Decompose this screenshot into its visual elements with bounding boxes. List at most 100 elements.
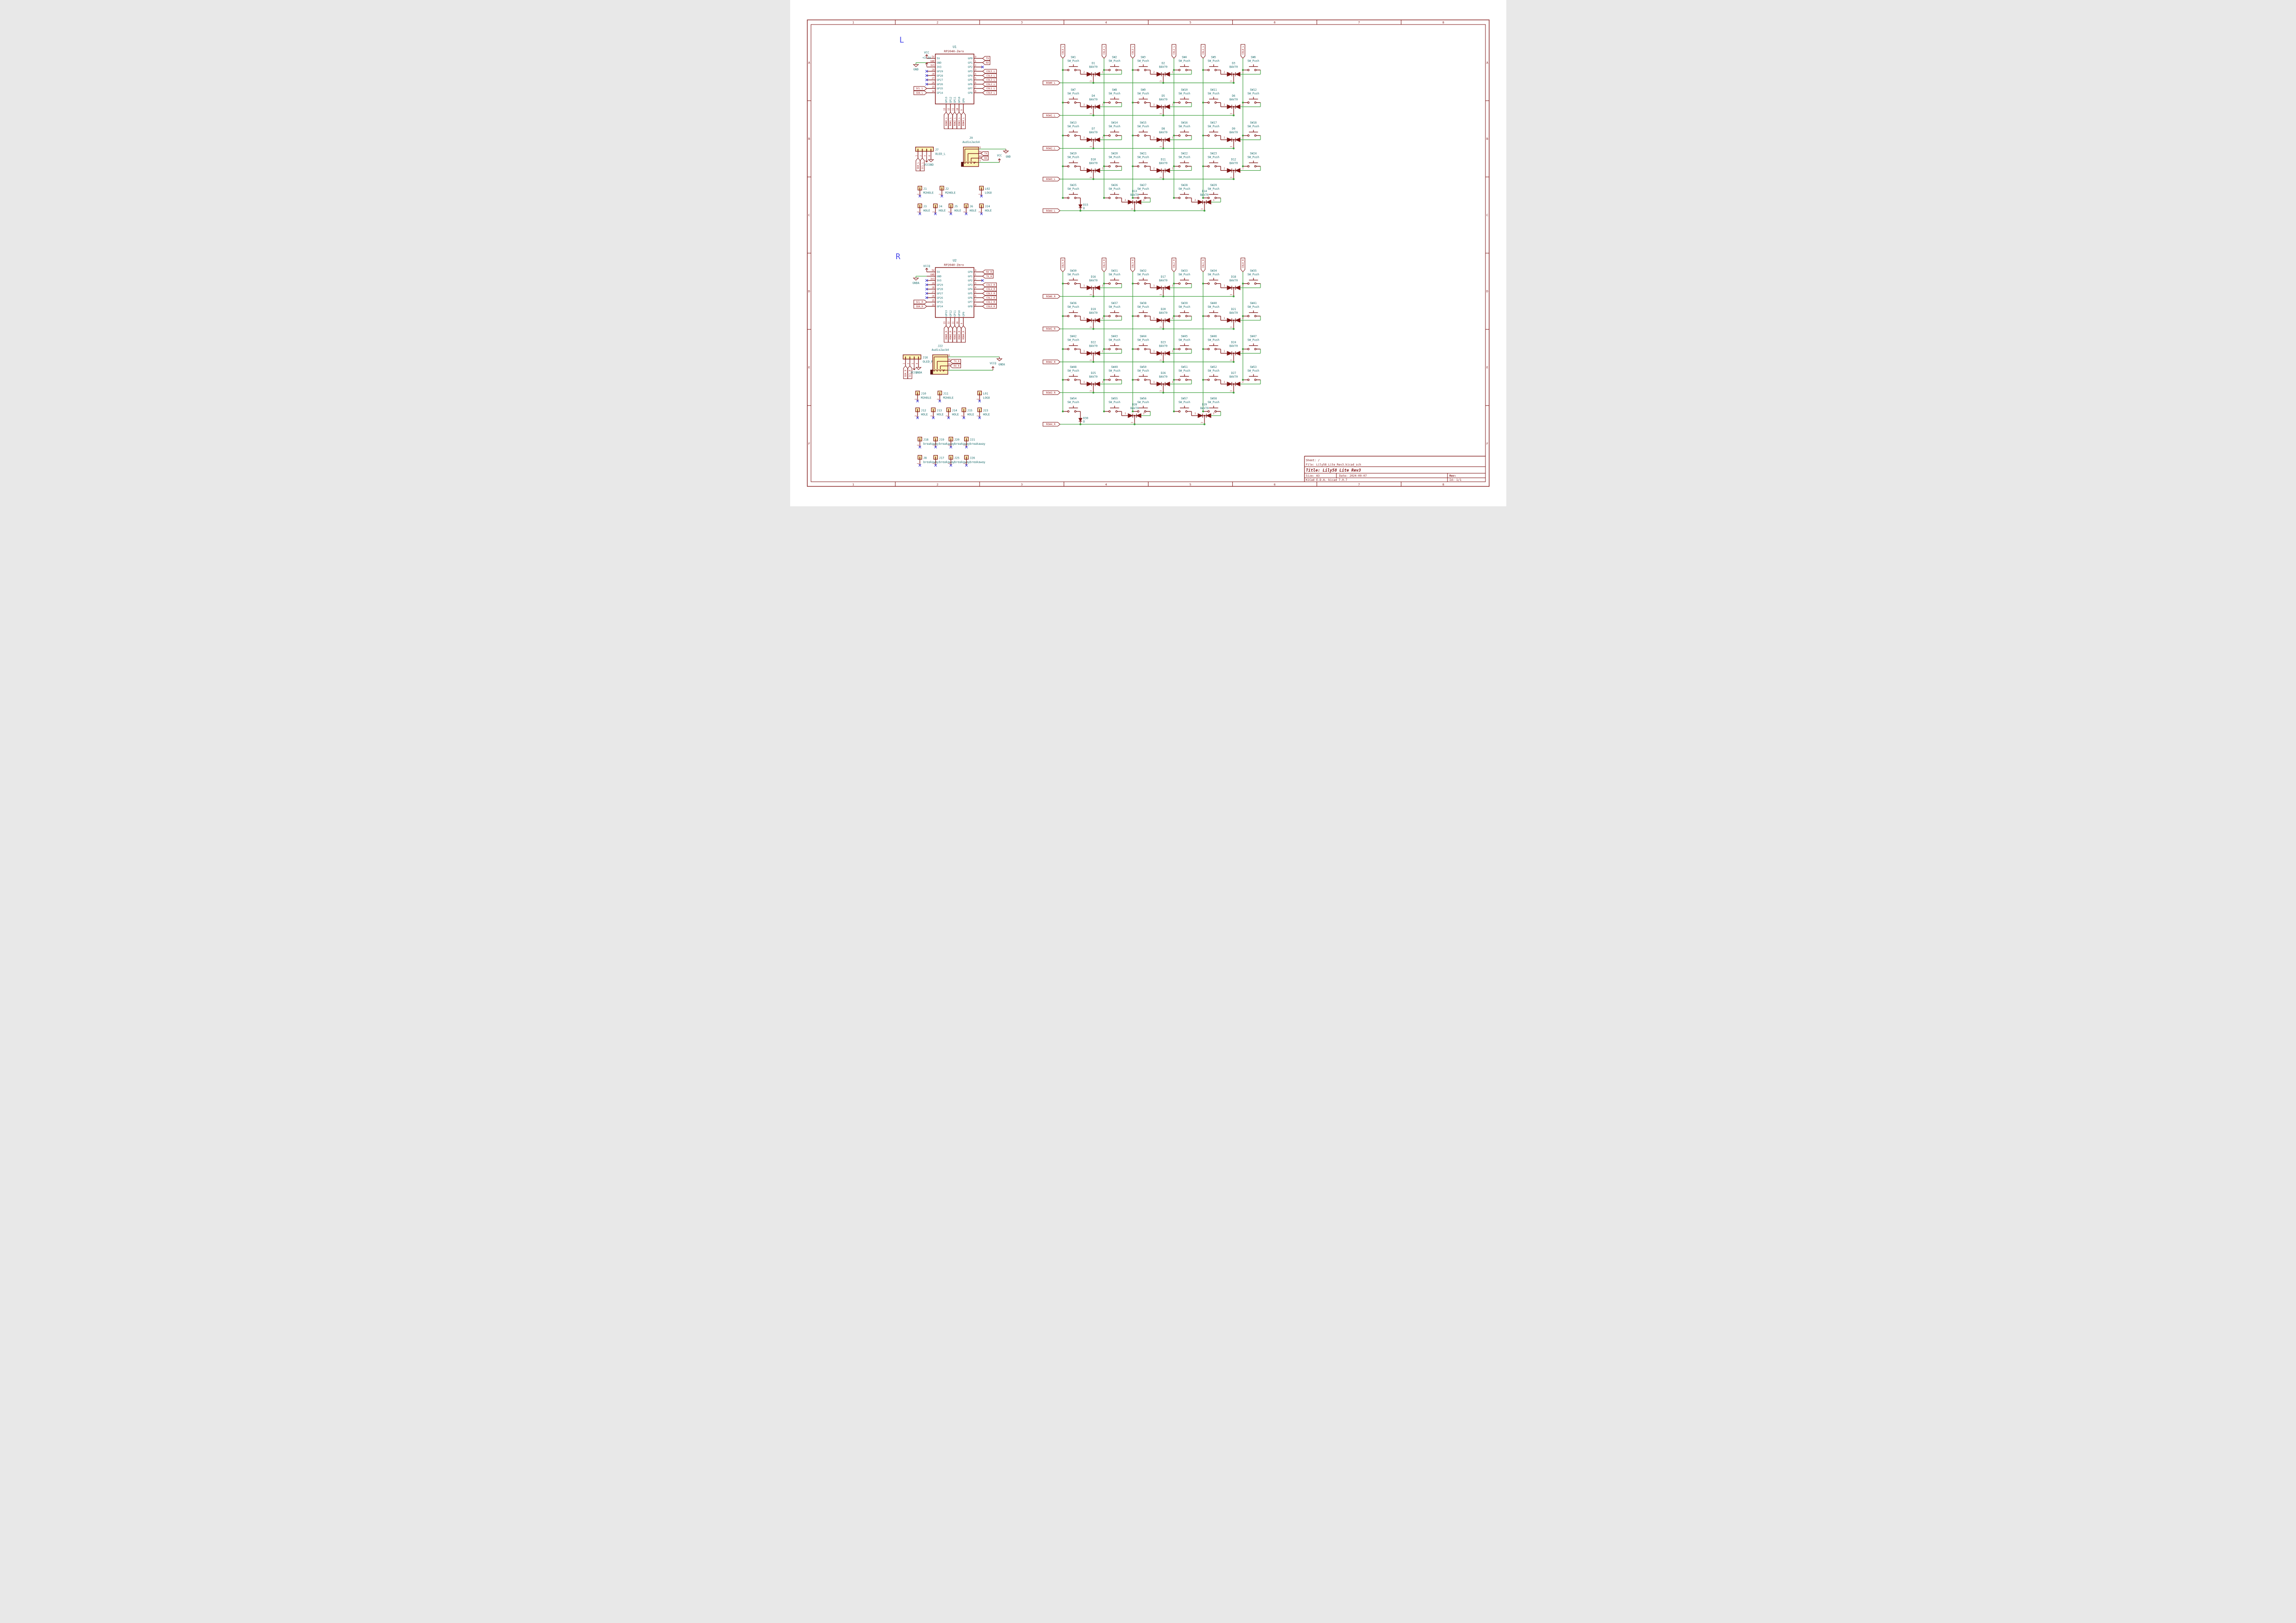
net-label[interactable]: SDA_R (913, 304, 927, 309)
net-label[interactable]: COL3_L (1130, 44, 1135, 59)
net-label[interactable]: TX_R (982, 274, 993, 279)
net-label[interactable]: COL4_R (1101, 257, 1106, 273)
net-label[interactable]: ROW0_R (1042, 294, 1061, 299)
net-label[interactable]: COL4_R (982, 286, 997, 292)
power-net-label[interactable]: VCC (924, 51, 929, 55)
gnd-net-label[interactable]: GNDA (998, 364, 1005, 367)
net-label[interactable]: ROW4_L (961, 112, 966, 129)
net-label[interactable]: ROW3_R (1042, 390, 1061, 395)
mcu-U1[interactable]: U1RP2040-Zero5V5VVCCGNDGNDGND3V33V3+3.3V… (912, 45, 997, 129)
net-label[interactable]: COL0_L (1240, 44, 1245, 59)
net-label[interactable]: RX (980, 155, 988, 161)
power-net-label[interactable]: VCC (997, 155, 1002, 157)
net-label[interactable]: ROW0_L (943, 112, 948, 129)
net-label[interactable]: RX_R (982, 269, 993, 274)
net-label[interactable]: SCL_R (907, 365, 912, 379)
net-label[interactable]: COL1_R (982, 299, 997, 305)
net-label[interactable]: COL3_R (982, 291, 997, 296)
net-label[interactable]: COL1_L (982, 86, 997, 91)
net-label[interactable]: RX (982, 60, 990, 65)
gnd-net-label[interactable]: GNDA (915, 372, 922, 374)
net-label[interactable]: COL5_R (1060, 257, 1065, 273)
net-label[interactable]: ROW4_R (1042, 422, 1061, 427)
power-net-label[interactable]: VCCQ (990, 362, 996, 365)
power-net-label[interactable]: +3.3V (922, 56, 931, 60)
net-label[interactable]: COL3_L (982, 77, 997, 82)
net-label[interactable]: TX (980, 151, 988, 156)
net-label[interactable]: COL5_L (1060, 44, 1065, 59)
net-label[interactable]: COL2_R (982, 295, 997, 300)
net-label[interactable]: SDA_L (915, 157, 920, 171)
net-label[interactable]: ROW1_R (948, 325, 953, 343)
net-label[interactable]: COL2_L (1171, 44, 1176, 59)
net-label[interactable]: ROW2_R (952, 325, 957, 343)
gnd-net-label[interactable]: GND (929, 164, 934, 167)
net-label[interactable]: ROW2_R (1042, 360, 1061, 364)
net-label[interactable]: ROW1_L (1042, 113, 1061, 118)
net-label[interactable]: TX (982, 56, 990, 61)
net-label[interactable]: ROW2_L (952, 112, 957, 129)
net-label[interactable]: COL5_R (982, 282, 997, 287)
net-label[interactable]: SCL_R (913, 299, 927, 305)
net-label[interactable]: SCL_L (913, 86, 927, 91)
net-label[interactable]: COL0_L (982, 90, 997, 95)
net-label[interactable]: COL0_R (982, 304, 997, 309)
net-label[interactable]: TX_R (949, 359, 961, 364)
net-label[interactable]: ROW1_L (948, 112, 953, 129)
